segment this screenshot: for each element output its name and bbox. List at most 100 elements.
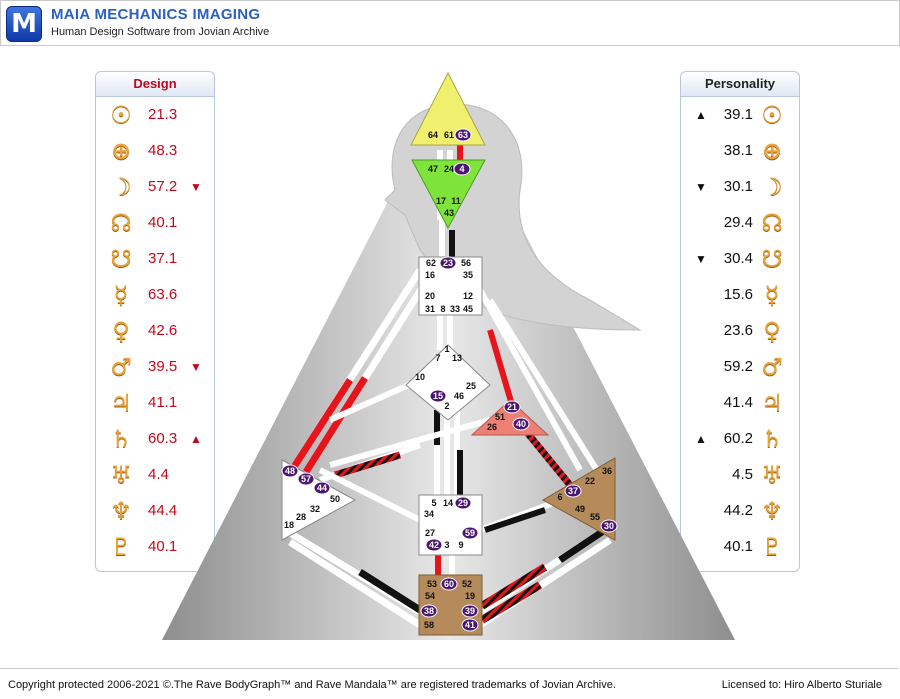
- fixing-arrow-icon: ▲: [190, 432, 202, 446]
- personality-row: ♀ 23.6: [681, 314, 799, 348]
- design-value: 39.5: [148, 358, 178, 375]
- venus-icon: ♀: [112, 317, 130, 345]
- design-row: ☿63.6: [96, 278, 214, 312]
- fixing-arrow-icon: ▼: [190, 360, 202, 374]
- ajna-center: [411, 159, 486, 230]
- gate-23-label: 23: [443, 258, 453, 268]
- design-value: 57.2: [148, 178, 178, 195]
- design-row: ♂39.5▼: [96, 350, 214, 384]
- personality-value: 39.1: [723, 106, 753, 123]
- active-gate-badge: [439, 256, 457, 270]
- gate-14-label: 14: [443, 498, 453, 508]
- design-value: 4.4: [148, 466, 169, 483]
- design-row: ☽57.2▼: [96, 170, 214, 204]
- active-gate-badge: [453, 162, 471, 176]
- venus-icon: ♀: [763, 317, 781, 345]
- neptune-icon: ♆: [110, 497, 132, 525]
- north-node-icon: ☊: [110, 209, 132, 237]
- gate-64-label: 64: [428, 130, 438, 140]
- active-gate-badge: [440, 577, 458, 591]
- gate-4-label: 4: [459, 164, 464, 174]
- uranus-icon: ♅: [110, 461, 132, 489]
- design-value: 44.4: [148, 502, 178, 519]
- personality-value: 15.6: [723, 286, 753, 303]
- design-row: ☋37.1: [96, 242, 214, 276]
- gate-11-label: 11: [451, 196, 461, 206]
- gate-43-label: 43: [444, 208, 454, 218]
- personality-value: 41.4: [723, 394, 753, 411]
- fixing-arrow-icon: ▼: [695, 252, 707, 266]
- personality-value: 23.6: [723, 322, 753, 339]
- gate-45-label: 45: [463, 304, 473, 314]
- gate-35-label: 35: [463, 270, 473, 280]
- personality-row: ♅4.5: [681, 458, 799, 492]
- design-row: ☊40.1: [96, 206, 214, 240]
- gate-25-label: 25: [466, 381, 476, 391]
- gate-54-label: 54: [425, 591, 435, 601]
- gate-16-label: 16: [425, 270, 435, 280]
- gate-59-label: 59: [465, 528, 475, 538]
- gate-57-label: 57: [301, 474, 311, 484]
- app-title: MAIA MECHANICS IMAGING: [51, 6, 261, 23]
- active-gate-badge: [600, 519, 618, 533]
- personality-row: ☋30.4▼: [681, 242, 799, 276]
- gate-53-label: 53: [427, 579, 437, 589]
- mars-icon: ♂: [761, 353, 783, 381]
- neptune-icon: ♆: [761, 497, 783, 525]
- gate-30-label: 30: [604, 521, 614, 531]
- personality-row: ☽30.1▼: [681, 170, 799, 204]
- gate-32-label: 32: [310, 504, 320, 514]
- gate-22-label: 22: [585, 476, 595, 486]
- personality-row: ☉39.1▲: [681, 98, 799, 132]
- gate-48-label: 48: [285, 466, 295, 476]
- gate-10-label: 10: [415, 372, 425, 382]
- design-row: ♆ 44.4: [96, 494, 214, 528]
- jupiter-icon: ♃: [110, 389, 132, 417]
- license-text: Licensed to: Hiro Alberto Sturiale: [721, 679, 882, 691]
- personality-panel: Personality ☉39.1▲⊕38.1☽30.1▼☊29.4☋30.4▼…: [680, 71, 800, 572]
- active-gate-badge: [454, 128, 472, 142]
- gate-56-label: 56: [461, 258, 471, 268]
- north-node-icon: ☊: [761, 209, 783, 237]
- jupiter-icon: ♃: [761, 389, 783, 417]
- design-value: 40.1: [148, 538, 178, 555]
- active-gate-badge: [297, 472, 315, 486]
- gate-19-label: 19: [465, 591, 475, 601]
- gate-7-label: 7: [435, 353, 440, 363]
- active-gate-badge: [461, 604, 479, 618]
- personality-panel-title: Personality: [681, 72, 799, 97]
- personality-row: ☿15.6: [681, 278, 799, 312]
- personality-row: ♃ 41.4: [681, 386, 799, 420]
- pluto-icon: ♇: [110, 533, 132, 561]
- design-row: ♀42.6: [96, 314, 214, 348]
- moon-icon: ☽: [761, 173, 783, 201]
- gate-52-label: 52: [462, 579, 472, 589]
- g-center: [405, 344, 491, 421]
- fixing-arrow-icon: ▼: [190, 180, 202, 194]
- gate-29-label: 29: [458, 498, 468, 508]
- gate-21-label: 21: [507, 402, 517, 412]
- design-row: ♄60.3▲: [96, 422, 214, 456]
- active-gate-badge: [503, 400, 521, 414]
- personality-value: 4.5: [732, 466, 753, 483]
- active-gate-badge: [461, 618, 479, 632]
- personality-value: 60.2: [723, 430, 753, 447]
- personality-row: ☊29.4: [681, 206, 799, 240]
- earth-icon: ⊕: [761, 137, 783, 165]
- design-value: 41.1: [148, 394, 178, 411]
- gate-63-label: 63: [458, 130, 468, 140]
- gate-44-label: 44: [317, 483, 327, 493]
- gate-55-label: 55: [590, 512, 600, 522]
- personality-row: ♆44.2: [681, 494, 799, 528]
- gate-36-label: 36: [602, 466, 612, 476]
- design-row: ♇ 40.1: [96, 530, 214, 564]
- gate-26-label: 26: [487, 422, 497, 432]
- fixing-arrow-icon: ▼: [695, 180, 707, 194]
- gate-42-label: 42: [429, 540, 439, 550]
- design-row: ♃ 41.1: [96, 386, 214, 420]
- gate-38-label: 38: [424, 606, 434, 616]
- pluto-icon: ♇: [761, 533, 783, 561]
- design-panel-title: Design: [96, 72, 214, 97]
